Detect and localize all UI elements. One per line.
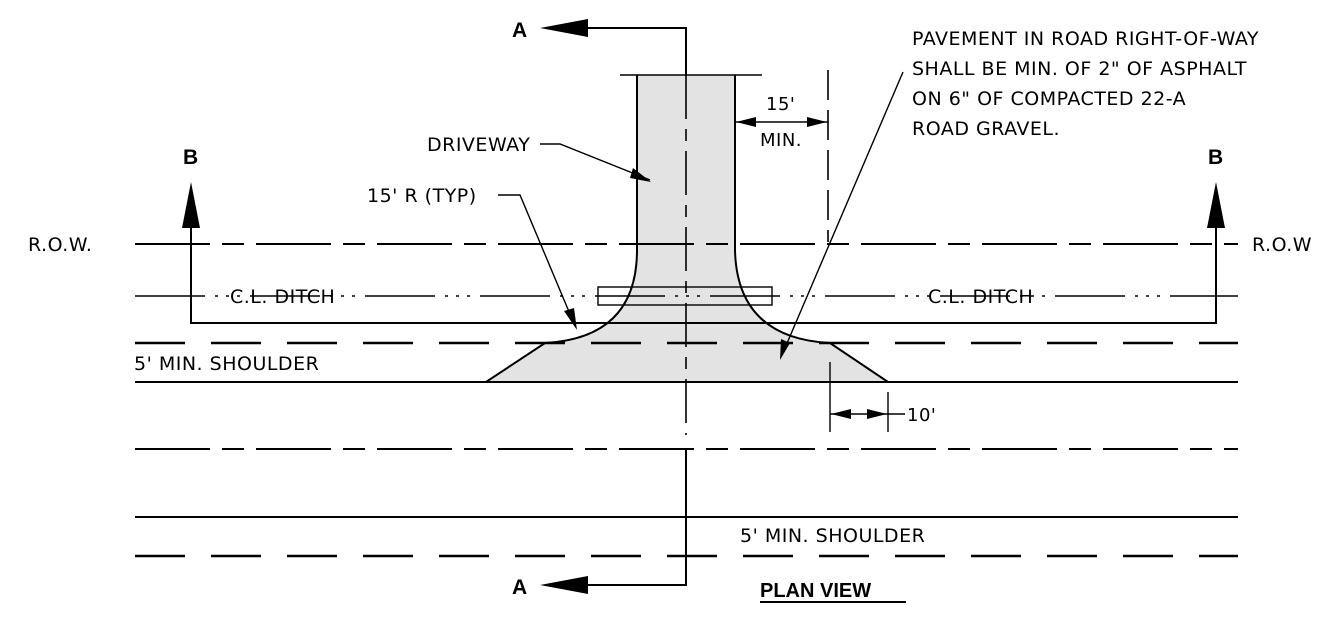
dim-10-label: 10' — [907, 405, 936, 426]
dim-15-left-arrow — [736, 117, 756, 127]
cl-ditch-left-label: C.L. DITCH — [230, 286, 335, 308]
section-b-right-label: B — [1208, 146, 1223, 169]
driveway-pavement-area — [486, 75, 888, 382]
note-leader-arrow — [780, 339, 790, 360]
driveway-right-edge — [734, 75, 889, 383]
note-leader — [781, 71, 904, 356]
section-a-top-label: A — [512, 19, 527, 42]
section-a-cut-line — [555, 27, 687, 75]
section-b-left-label: B — [183, 146, 198, 169]
section-b-right-arrowhead — [1207, 182, 1225, 228]
shoulder-top-label: 5' MIN. SHOULDER — [134, 353, 319, 375]
pavement-note-line-4: ROAD GRAVEL. — [912, 118, 1060, 140]
radius-leader — [498, 194, 576, 327]
driveway-leader — [540, 143, 651, 181]
radius-label: 15' R (TYP) — [367, 185, 477, 207]
row-left-label: R.O.W. — [28, 234, 92, 256]
dim-15-label: 15' — [766, 94, 795, 115]
pavement-note-line-3: ON 6" OF COMPACTED 22-A — [912, 88, 1186, 110]
section-b-left-arrowhead — [182, 182, 200, 228]
section-a-cut-line-lower — [555, 449, 687, 586]
dim-15-min-label: MIN. — [760, 130, 802, 151]
pavement-note-line-2: SHALL BE MIN. OF 2" OF ASPHALT — [912, 58, 1247, 80]
shoulder-bottom-label: 5' MIN. SHOULDER — [740, 525, 925, 547]
dim-15-right-arrow — [807, 117, 827, 127]
cl-ditch-right-label: C.L. DITCH — [928, 286, 1033, 308]
section-a-top-arrowhead — [540, 19, 588, 37]
pavement-note-line-1: PAVEMENT IN ROAD RIGHT-OF-WAY — [912, 28, 1259, 50]
dim-10-right-arrow — [867, 409, 887, 419]
section-b-cut-line — [190, 220, 1217, 324]
plan-view-title: PLAN VIEW — [760, 580, 871, 602]
driveway-label: DRIVEWAY — [427, 134, 530, 156]
section-a-bottom-arrowhead — [540, 576, 588, 594]
row-right-label: R.O.W — [1252, 234, 1312, 256]
radius-leader-arrow — [564, 308, 577, 330]
section-a-bottom-label: A — [512, 576, 527, 599]
dim-10-left-arrow — [831, 409, 851, 419]
driveway-leader-arrow — [630, 168, 651, 182]
